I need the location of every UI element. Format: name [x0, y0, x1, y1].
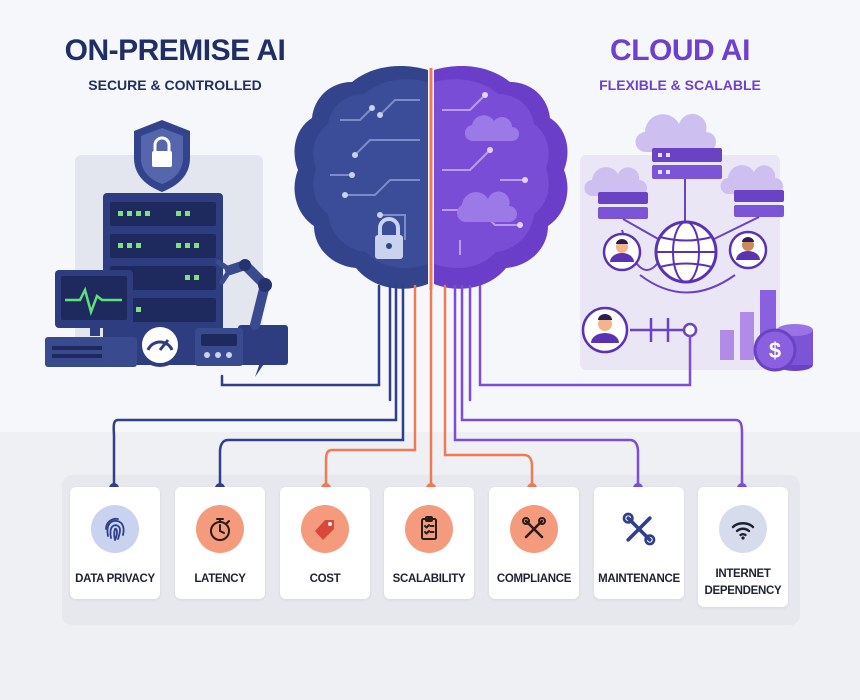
checklist-icon	[405, 505, 453, 553]
factor-card-scalability: SCALABILITY	[384, 487, 474, 599]
wifi-icon	[719, 505, 767, 553]
factor-label-line2: DEPENDENCY	[704, 585, 782, 597]
factor-label-line1: INTERNET	[715, 568, 771, 580]
coins-icon: $	[753, 324, 813, 372]
brain-icon	[294, 66, 568, 290]
cloud-subtitle: FLEXIBLE & SCALABLE	[599, 77, 761, 93]
cloud-title: CLOUD AI	[610, 34, 750, 67]
control-panel-icon	[195, 328, 243, 366]
factor-card-cost: COST	[280, 487, 370, 599]
cloud-server-icon	[635, 113, 722, 179]
factor-card-compliance: COMPLIANCE	[489, 487, 579, 599]
factor-card-maintenance: MAINTENANCE	[594, 487, 684, 599]
stopwatch-icon	[196, 505, 244, 553]
user-avatar-icon	[581, 306, 629, 354]
user-avatar-icon	[728, 230, 768, 270]
cloud-illustration: $	[580, 113, 813, 372]
globe-icon	[654, 220, 718, 284]
cloud-server-icon	[720, 165, 784, 217]
user-avatar-icon	[602, 232, 642, 272]
price-tag-icon	[301, 505, 349, 553]
factor-card-internet-dependency: INTERNET DEPENDENCY	[698, 487, 788, 607]
fingerprint-icon	[91, 505, 139, 553]
svg-text:$: $	[769, 338, 781, 363]
factor-label: LATENCY	[194, 573, 246, 585]
on-premise-subtitle: SECURE & CONTROLLED	[88, 77, 262, 93]
factor-label: SCALABILITY	[392, 573, 466, 585]
wrench-icon	[615, 505, 663, 553]
tools-icon	[510, 505, 558, 553]
factor-card-latency: LATENCY	[175, 487, 265, 599]
cloud-server-icon	[584, 167, 648, 219]
on-premise-illustration	[45, 120, 288, 377]
on-premise-title: ON-PREMISE AI	[64, 34, 286, 67]
factor-label: INTERNET DEPENDENCY	[698, 566, 788, 600]
factor-label: DATA PRIVACY	[75, 573, 155, 585]
shield-lock-icon	[134, 120, 190, 192]
factor-label: MAINTENANCE	[598, 573, 680, 585]
factor-label: COST	[309, 573, 341, 585]
factor-label: COMPLIANCE	[496, 573, 572, 585]
lightning-icon	[252, 340, 272, 377]
gauge-icon	[138, 323, 182, 367]
factor-card-data-privacy: DATA PRIVACY	[70, 487, 160, 599]
monitor-icon	[55, 270, 133, 336]
